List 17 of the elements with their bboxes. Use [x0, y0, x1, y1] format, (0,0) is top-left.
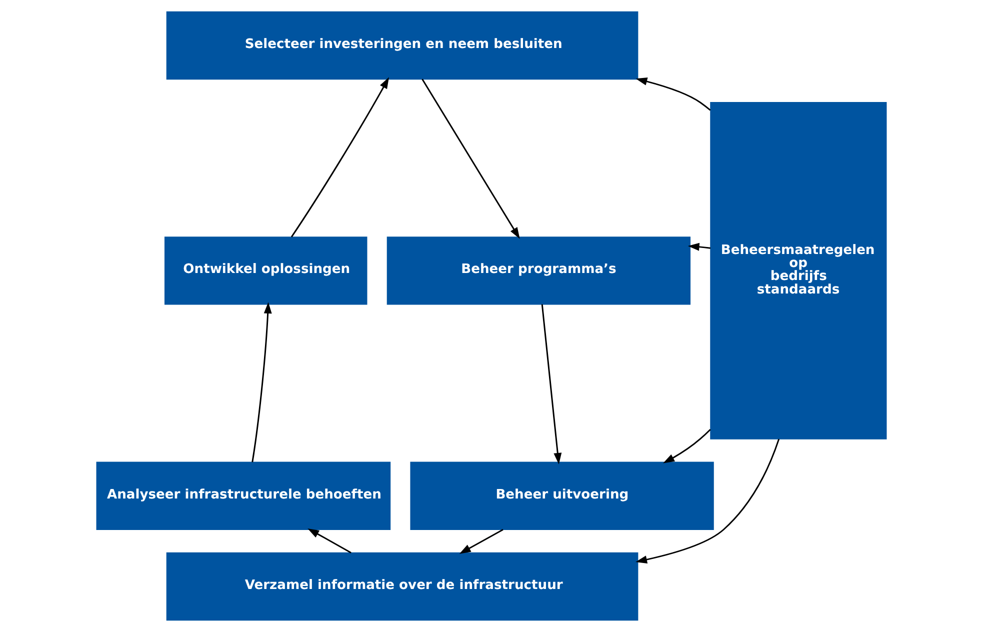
arrow — [459, 528, 504, 554]
arrow — [541, 304, 562, 464]
arrow — [636, 438, 780, 564]
arrow — [252, 302, 272, 462]
node-box: Beheer uitvoering — [410, 462, 714, 530]
node-box: Beheersmaatregelen op bedrijfs standaards — [710, 102, 887, 440]
node-box: Beheer programma’s — [386, 236, 691, 305]
node-box: Ontwikkel oplossingen — [164, 236, 368, 305]
arrow — [636, 78, 711, 111]
arrow — [290, 77, 390, 238]
arrow — [422, 78, 520, 239]
node-box: Verzamel informatie over de infrastructuur — [166, 552, 638, 621]
arrow — [688, 242, 711, 251]
node-box: Selecteer investeringen en neem besluiten — [166, 11, 638, 80]
arrow — [663, 429, 711, 464]
node-box: Analyseer infrastructurele behoeften — [96, 462, 391, 530]
arrow — [308, 528, 352, 554]
